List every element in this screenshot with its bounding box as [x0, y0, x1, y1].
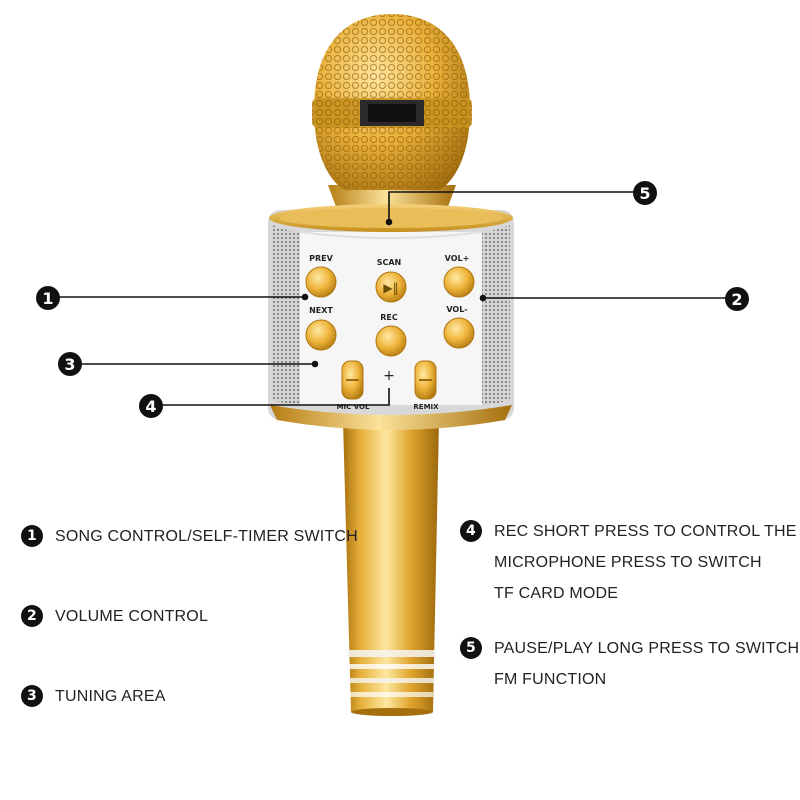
legend-badge-2: 2: [21, 605, 43, 627]
label-vol-up: VOL+: [445, 254, 470, 263]
callout-badge-5: 5: [633, 181, 657, 205]
legend-item-4: 4 REC SHORT PRESS TO CONTROL THE MICROPH…: [460, 520, 797, 609]
volume-buttons: [443, 266, 475, 349]
callout-badge-1: 1: [36, 286, 60, 310]
button-labels: PREV NEXT SCAN REC VOL+ VOL- MIC VOL REM…: [309, 254, 469, 411]
label-rec: REC: [380, 313, 398, 322]
next-button[interactable]: [305, 319, 337, 351]
label-mic-vol: MIC VOL: [337, 403, 370, 411]
legend-text-2: VOLUME CONTROL: [55, 608, 209, 625]
legend-text-5: PAUSE/PLAY LONG PRESS TO SWITCH FM FUNCT…: [494, 640, 800, 688]
callout-lines: [52, 191, 726, 406]
callout-line-5: [388, 191, 634, 222]
legend-text-3: TUNING AREA: [55, 688, 166, 705]
label-plus: +: [383, 368, 395, 384]
legend-text-1: SONG CONTROL/SELF-TIMER SWITCH: [55, 528, 358, 545]
legend-item-1: 1 SONG CONTROL/SELF-TIMER SWITCH: [21, 525, 358, 552]
play-pause-button[interactable]: [375, 271, 407, 303]
vol-up-button[interactable]: [443, 266, 475, 298]
callout-badge-3: 3: [58, 352, 82, 376]
callout-line-4: [162, 388, 390, 406]
legend-item-5: 5 PAUSE/PLAY LONG PRESS TO SWITCH FM FUN…: [460, 637, 799, 695]
mic-head: [312, 14, 472, 190]
control-body: [268, 204, 514, 430]
legend-text-4: REC SHORT PRESS TO CONTROL THE MICROPHON…: [494, 523, 797, 602]
label-next: NEXT: [309, 306, 333, 315]
prev-next-buttons: [305, 266, 337, 351]
legend-badge-5: 5: [460, 637, 482, 659]
callout-badge-2: 2: [725, 287, 749, 311]
handle: [343, 420, 439, 716]
rec-button[interactable]: [375, 325, 407, 357]
label-remix: REMIX: [413, 403, 439, 411]
legend-badge-1: 1: [21, 525, 43, 547]
callout-badge-4: 4: [139, 394, 163, 418]
legend-item-2: 2 VOLUME CONTROL: [21, 605, 208, 632]
legend-badge-3: 3: [21, 685, 43, 707]
slider-knobs: [341, 360, 437, 400]
label-vol-down: VOL-: [446, 305, 467, 314]
play-rec-buttons: ▶‖: [375, 271, 407, 357]
vol-down-button[interactable]: [443, 317, 475, 349]
play-pause-icon: ▶‖: [383, 281, 398, 295]
legend-item-3: 3 TUNING AREA: [21, 685, 166, 712]
label-scan: SCAN: [377, 258, 402, 267]
prev-button[interactable]: [305, 266, 337, 298]
label-prev: PREV: [309, 254, 333, 263]
legend-badge-4: 4: [460, 520, 482, 542]
